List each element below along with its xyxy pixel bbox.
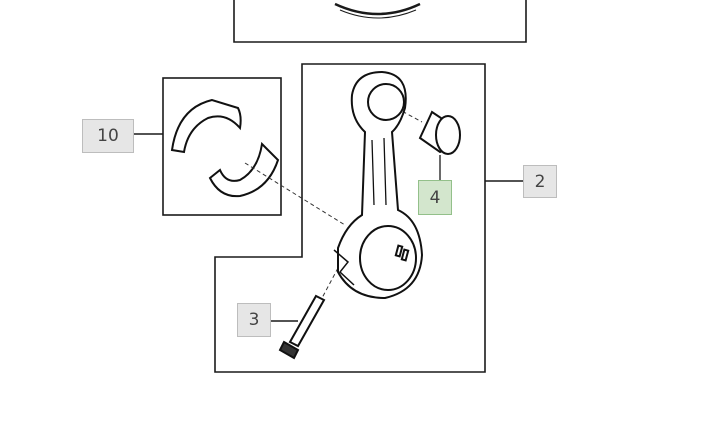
callout-3[interactable]: 3 bbox=[237, 303, 271, 337]
bearing-shells-drawing bbox=[170, 98, 280, 198]
small-end-bushing-drawing bbox=[418, 110, 461, 155]
connecting-rod-drawing bbox=[333, 70, 424, 300]
upper-part-arc bbox=[334, 2, 421, 16]
rod-assembly-frame bbox=[214, 63, 486, 373]
bearing-shell-frame bbox=[162, 77, 282, 216]
callout-4[interactable]: 4 bbox=[418, 180, 452, 215]
upper-assembly-frame bbox=[233, 0, 527, 43]
callout-2[interactable]: 2 bbox=[523, 165, 557, 198]
rod-bolt-drawing bbox=[278, 294, 326, 360]
callout-10[interactable]: 10 bbox=[82, 119, 134, 153]
